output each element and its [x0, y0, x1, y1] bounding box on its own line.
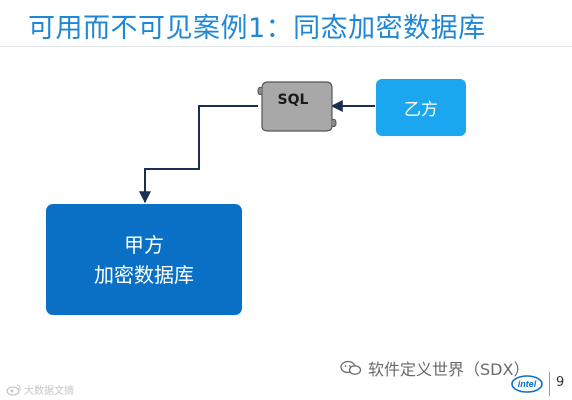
footer-source-text: 大数据文摘 [24, 386, 74, 397]
connector-sql-to-partya [139, 105, 258, 204]
sql-scroll-icon [257, 81, 337, 132]
encrypted-database-label: 加密数据库 [94, 262, 194, 287]
sql-label: SQL [277, 92, 309, 108]
watermark-text: 软件定义世界（SDX） [368, 360, 530, 379]
page-separator [549, 372, 550, 396]
party-b-label: 乙方 [404, 100, 438, 120]
title-divider [0, 46, 572, 47]
svg-text:intel: intel [518, 379, 537, 389]
party-a-label: 甲方 [124, 232, 164, 257]
intel-logo: intel [511, 375, 543, 393]
weibo-icon [6, 384, 21, 396]
watermark: 软件定义世界（SDX） [340, 356, 529, 380]
page-number: 9 [556, 375, 565, 390]
wechat-icon [340, 360, 362, 375]
footer-source: 大数据文摘 [6, 382, 74, 397]
slide-title: 可用而不可见案例1：同态加密数据库 [28, 13, 486, 44]
party-a-database-box: 甲方 加密数据库 [46, 204, 242, 315]
party-b-box: 乙方 [376, 79, 466, 136]
